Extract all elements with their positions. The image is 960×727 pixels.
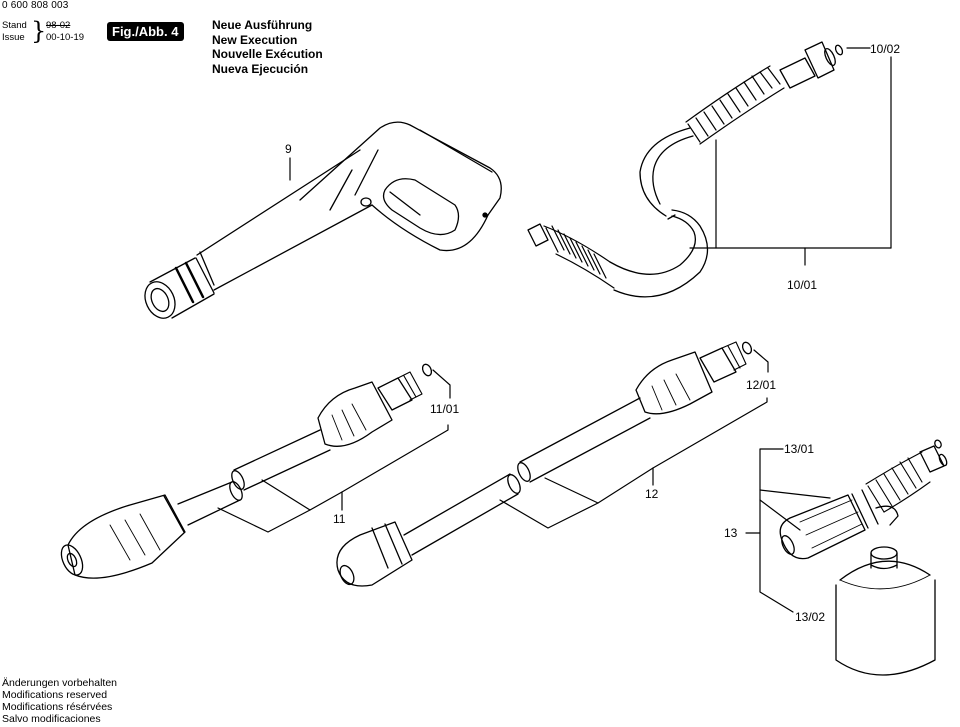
callout-foam-bottle: 13/02 <box>795 610 825 624</box>
foam-bottle-part[interactable] <box>835 546 936 676</box>
spray-gun-part[interactable] <box>139 121 502 323</box>
foam-nozzle-part[interactable] <box>779 439 948 560</box>
footer-notes: Änderungen vorbehalten Modifications res… <box>2 677 117 725</box>
issue-label: Issue <box>2 32 25 43</box>
callout-gun: 9 <box>285 142 292 156</box>
callout-hose: 10/01 <box>787 278 817 292</box>
callout-labels: 9 10/02 10/01 11/01 11 12/01 12 13/01 13… <box>285 42 900 624</box>
callout-lance-12-oring: 12/01 <box>746 378 776 392</box>
execution-notes: Neue Ausführung New Execution Nouvelle E… <box>212 18 323 76</box>
callout-foam-set: 13 <box>724 526 738 540</box>
stand-value: 98-02 <box>46 20 71 31</box>
hose-callout-lines <box>689 47 892 266</box>
execution-note-fr: Nouvelle Exécution <box>212 47 323 61</box>
footer-note-es: Salvo modificaciones <box>2 713 101 725</box>
execution-note-de: Neue Ausführung <box>212 18 313 32</box>
hose-part[interactable] <box>527 41 844 298</box>
execution-note-en: New Execution <box>212 32 298 47</box>
callout-lance-11-oring: 11/01 <box>430 402 459 416</box>
footer-note-de: Änderungen vorbehalten <box>2 677 118 689</box>
revision-block: Stand 98-02 Issue 00-10-19 <box>2 20 84 44</box>
lance-12-callout-lines <box>499 349 769 529</box>
foam-set-callout-lines <box>745 448 831 613</box>
document-number: 0 600 808 003 <box>2 0 69 11</box>
figure-badge: Fig./Abb. 4 <box>107 22 185 41</box>
callout-lance-12: 12 <box>645 487 659 501</box>
callout-foam-nozzle: 13/01 <box>784 442 814 456</box>
execution-note-es: Nueva Ejecución <box>212 61 309 76</box>
lance-11-callout-lines <box>217 369 451 533</box>
lance-12-part[interactable] <box>336 341 753 587</box>
footer-note-fr: Modifications résérvées <box>2 701 113 713</box>
stand-label: Stand <box>2 20 27 31</box>
callout-lance-11: 11 <box>333 512 346 526</box>
callout-hose-oring: 10/02 <box>870 42 900 56</box>
brace-icon: } <box>31 17 47 45</box>
issue-value: 00-10-19 <box>46 32 85 43</box>
footer-note-en: Modifications reserved <box>2 689 108 701</box>
lance-11-part[interactable] <box>57 363 433 579</box>
